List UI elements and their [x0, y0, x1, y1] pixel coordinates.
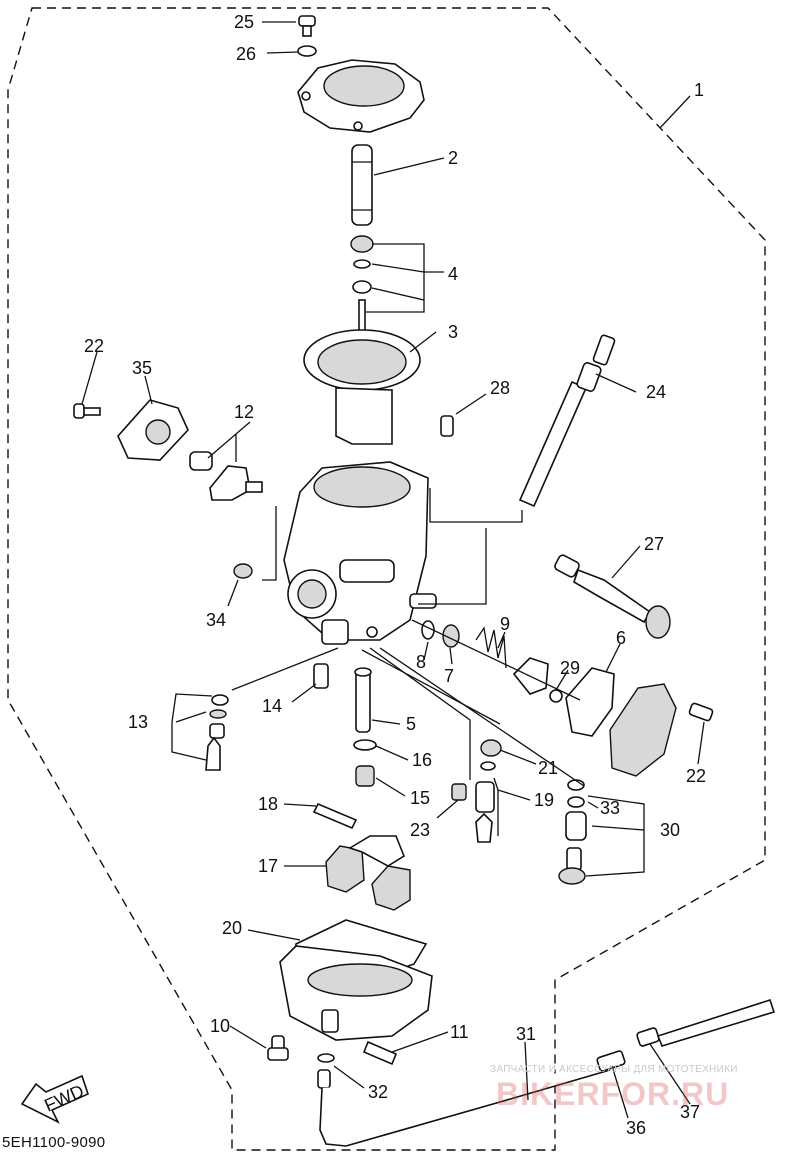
screw-25 [298, 15, 316, 37]
top-cover-1 [297, 59, 425, 133]
spring-2 [351, 144, 373, 226]
float-chamber [279, 945, 433, 1041]
cover-6 [609, 683, 677, 777]
callout-11: 11 [450, 1022, 469, 1042]
cap-21 [480, 739, 502, 757]
callout-24: 24 [646, 382, 666, 402]
callout-27: 27 [644, 534, 664, 554]
callout-numbers: 25 26 1 2 4 3 22 35 28 24 12 27 34 9 6 8… [84, 12, 706, 1138]
spring-28 [440, 415, 454, 437]
callout-2: 2 [448, 148, 458, 168]
cover-35 [117, 399, 189, 461]
assembly-boundary [7, 7, 766, 1151]
diaphragm-3 [303, 329, 421, 445]
screw-22-left [73, 403, 101, 419]
callout-6: 6 [616, 628, 626, 648]
hose-fitting-32 [317, 1069, 331, 1089]
callout-14: 14 [262, 696, 282, 716]
main-jet-14 [313, 663, 329, 689]
callout-5: 5 [406, 714, 416, 734]
callout-25: 25 [234, 12, 254, 32]
callout-3: 3 [448, 322, 458, 342]
jet-holder-15 [355, 765, 375, 787]
coasting-enricher-12 [189, 451, 263, 501]
callout-17: 17 [258, 856, 278, 876]
callout-33: 33 [600, 798, 620, 818]
leader-lines [81, 21, 705, 1119]
watermark-caption: ЗАПЧАСТИ И АКСЕССУАРЫ ДЛЯ МОТОТЕХНИКИ [490, 1064, 738, 1075]
callout-37: 37 [680, 1102, 700, 1122]
callout-12: 12 [234, 402, 254, 422]
callout-9: 9 [500, 614, 510, 634]
callout-10: 10 [210, 1016, 230, 1036]
pilot-jet-23 [451, 783, 467, 801]
callout-35: 35 [132, 358, 152, 378]
callout-8: 8 [416, 652, 426, 672]
o-ring-16 [353, 739, 377, 751]
callout-28: 28 [490, 378, 510, 398]
carburetor-body [283, 461, 437, 645]
screw-10 [267, 1035, 289, 1061]
o-ring-32 [317, 1053, 335, 1063]
ring-7 [442, 624, 460, 648]
callout-20: 20 [222, 918, 242, 938]
float-pin-18 [312, 802, 358, 830]
callout-26: 26 [236, 44, 256, 64]
callout-22-right: 22 [686, 766, 706, 786]
drain-screw-11 [362, 1040, 398, 1066]
callout-34: 34 [206, 610, 226, 630]
fwd-direction-arrow: FWD [20, 1074, 89, 1124]
drain-hose [319, 1069, 611, 1147]
starter-plunger-27 [554, 554, 671, 639]
callout-4: 4 [448, 264, 458, 284]
diagram-code: 5EH1100-9090 [2, 1134, 106, 1151]
pilot-screw-set-30 [558, 779, 587, 885]
callout-13: 13 [128, 712, 148, 732]
float-17 [325, 835, 411, 911]
spring-9 [475, 626, 507, 669]
callout-36: 36 [626, 1118, 646, 1138]
nut-34 [233, 563, 253, 579]
callout-7: 7 [444, 666, 454, 686]
callout-29: 29 [560, 658, 580, 678]
callout-1: 1 [694, 80, 704, 100]
hose-37 [636, 998, 776, 1047]
callout-32: 32 [368, 1082, 388, 1102]
callout-30: 30 [660, 820, 680, 840]
callout-19: 19 [534, 790, 554, 810]
washer-26 [297, 45, 317, 57]
gasket-6 [565, 667, 615, 737]
callout-18: 18 [258, 794, 278, 814]
watermark-brand: BIKERFOR.RU [496, 1076, 730, 1112]
callout-31: 31 [516, 1024, 536, 1044]
callout-23: 23 [410, 820, 430, 840]
throttle-stop-screw-24 [518, 334, 616, 508]
needle-jet-5 [354, 667, 372, 733]
callout-22-left: 22 [84, 336, 104, 356]
screw-22-right [688, 702, 714, 722]
callout-15: 15 [410, 788, 430, 808]
callout-16: 16 [412, 750, 432, 770]
callout-21: 21 [538, 758, 558, 778]
jet-set-13 [205, 694, 229, 771]
needle-valve-set-19 [475, 761, 496, 843]
